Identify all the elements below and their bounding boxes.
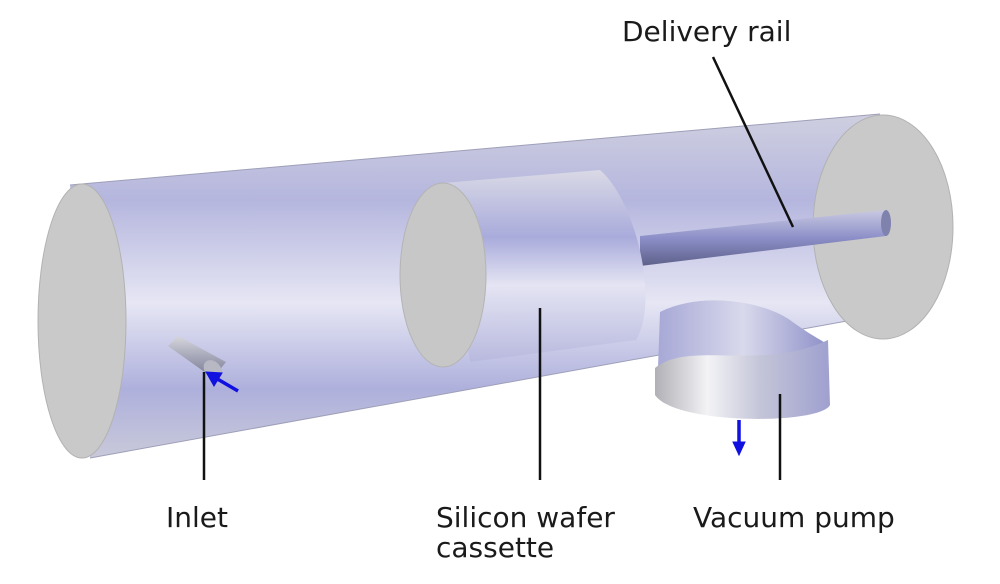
chamber-left-end-cap [37, 183, 127, 459]
delivery-rail-body [640, 210, 886, 266]
pump-outflow-arrow [732, 420, 746, 457]
inlet-label: Inlet [166, 501, 228, 534]
cassette-body [443, 170, 646, 362]
delivery-rail-label: Delivery rail [622, 15, 792, 48]
cassette-front-face [399, 182, 487, 368]
vacuum-pump-cylinder [655, 340, 830, 419]
cassette-label-line-1: Silicon wafer [436, 501, 615, 534]
vacuum-pump-label: Vacuum pump [693, 501, 895, 534]
cassette-label-line-2: cassette [436, 531, 555, 564]
inlet-flow-arrow [205, 371, 239, 393]
cassette-label: Silicon wafer cassette [436, 503, 615, 563]
delivery-rail-end [881, 210, 891, 236]
delivery-rail-leader-line [711, 56, 795, 228]
vacuum-pump-duct [658, 300, 829, 368]
